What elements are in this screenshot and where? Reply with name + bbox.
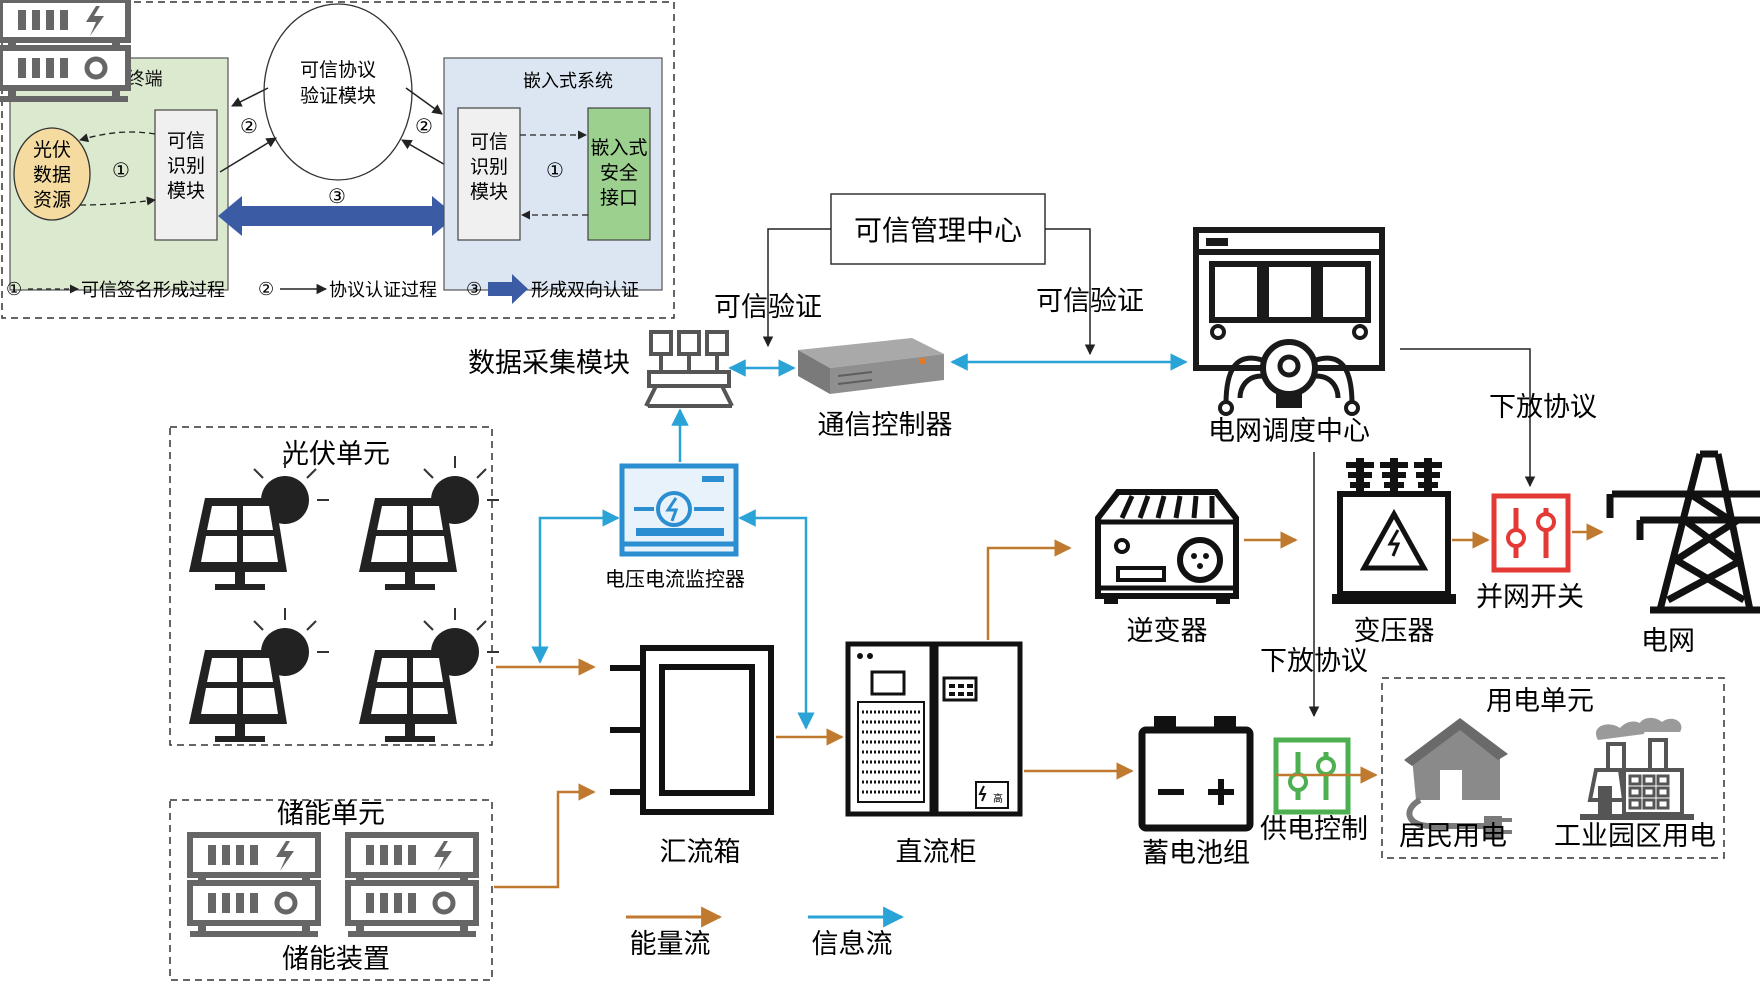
pv-source-line3: 资源 (33, 189, 71, 211)
ttu-step1: ① (112, 158, 130, 182)
industrial-icon (1580, 717, 1694, 820)
storage-device-label: 储能装置 (282, 944, 390, 975)
issue-protocol-top-label: 下放协议 (1489, 392, 1597, 423)
legend-step1-num: ① (6, 279, 22, 300)
residential-label: 居民用电 (1399, 821, 1507, 852)
pv-source-line1: 光伏 (33, 139, 71, 161)
industrial-label: 工业园区用电 (1554, 821, 1716, 852)
legend-step3-text: 形成双向认证 (531, 280, 639, 301)
pv-data-source (13, 127, 91, 221)
trust-verify-left-line (762, 228, 831, 348)
embedded-trusted-id-module (457, 107, 521, 241)
dispatch-center-icon (1193, 227, 1385, 416)
protocol-verify-line1: 可信协议 (300, 59, 376, 81)
issue-protocol-top-line (1400, 348, 1536, 488)
ttu-trusted-id-module (154, 109, 218, 241)
storage-device-2 (348, 835, 476, 937)
ttu-id-line3: 模块 (167, 180, 205, 202)
right-step2: ② (415, 114, 433, 138)
high-voltage-mark: 高 (993, 792, 1003, 805)
embedded-security-interface (587, 107, 651, 241)
pv-panel-4 (358, 607, 500, 743)
pv-unit-label: 光伏单元 (282, 439, 390, 470)
storage-device-1 (190, 835, 318, 937)
left-step2: ② (240, 114, 258, 138)
info-monitor-dc (738, 509, 815, 730)
mutual-step3: ③ (328, 184, 346, 208)
interface-line1: 嵌入式 (590, 137, 647, 159)
energy-dc-inverter (986, 539, 1072, 640)
vi-monitor-icon (619, 463, 739, 557)
grid-switch-label: 并网开关 (1476, 582, 1584, 613)
supply-control-label: 供电控制 (1260, 814, 1368, 845)
trust-center-label: 可信管理中心 (854, 214, 1022, 247)
inset-border (1, 1, 675, 319)
grid-tower-icon (1606, 450, 1760, 614)
comm-controller-icon (798, 338, 944, 394)
energy-storage-combiner (494, 783, 596, 889)
comm-controller-label: 通信控制器 (818, 410, 953, 441)
combiner-box-icon (610, 645, 774, 815)
dc-cabinet-icon: 高 (845, 641, 1023, 817)
inverter-icon (1095, 489, 1239, 604)
emb-id-line1: 可信 (470, 131, 508, 153)
data-acq-icon (644, 330, 734, 408)
emb-id-line3: 模块 (470, 181, 508, 203)
legend-energy-label: 能量流 (630, 929, 711, 960)
ttu-id-line2: 识别 (167, 155, 205, 177)
pv-source-line2: 数据 (33, 164, 71, 186)
dispatch-center-label: 电网调度中心 (1208, 416, 1370, 447)
dc-cabinet-label: 直流柜 (896, 837, 977, 868)
storage-unit-label: 储能单元 (277, 799, 385, 830)
legend-step1-text: 可信签名形成过程 (81, 280, 225, 301)
grid-switch-icon (1491, 493, 1571, 573)
load-unit-label: 用电单元 (1486, 686, 1594, 717)
trust-verify-right-label: 可信验证 (1036, 286, 1144, 317)
battery-icon (1138, 716, 1254, 832)
embedded-step1: ① (546, 158, 564, 182)
legend-info-label: 信息流 (812, 929, 893, 960)
info-monitor-pv (531, 509, 620, 664)
emb-id-line2: 识别 (470, 156, 508, 178)
trust-verify-left-label: 可信验证 (714, 292, 822, 323)
embedded-system-label: 嵌入式系统 (523, 71, 613, 92)
ttu-id-line1: 可信 (167, 130, 205, 152)
protocol-arrow-from-ttu (219, 137, 277, 173)
legend-step3-num: ③ (466, 279, 482, 300)
pv-panel-1 (188, 455, 330, 591)
trust-verify-right-line (1045, 228, 1096, 356)
combiner-box-label: 汇流箱 (660, 837, 741, 868)
battery-label: 蓄电池组 (1142, 838, 1250, 869)
load-unit-border (1381, 677, 1725, 859)
issue-protocol-mid-label: 下放协议 (1260, 646, 1368, 677)
inverter-label: 逆变器 (1127, 616, 1208, 647)
legend-bold-arrow (488, 274, 528, 304)
data-acq-label: 数据采集模块 (468, 348, 630, 379)
interface-line3: 接口 (600, 187, 638, 209)
mutual-auth-arrow (218, 196, 456, 236)
interface-line2: 安全 (600, 162, 638, 184)
pv-panel-2 (358, 455, 500, 591)
grid-label: 电网 (1641, 626, 1695, 657)
protocol-verify-line2: 验证模块 (300, 85, 376, 107)
security-inset: TTU 终端 光伏 数据 资源 可信 识别 模块 ① 可信协议 验证模块 ② ②… (1, 1, 675, 319)
storage-device-icon (0, 0, 131, 102)
storage-unit-border (169, 799, 493, 981)
pv-panel-3 (188, 607, 330, 743)
transformer-icon (1332, 458, 1456, 604)
vi-monitor-label: 电压电流监控器 (605, 567, 745, 591)
trust-center-box (830, 193, 1046, 265)
transformer-label: 变压器 (1354, 616, 1435, 647)
legend-step2-num: ② (258, 279, 274, 300)
protocol-arrow-to-embedded (405, 87, 443, 115)
legend-step2-text: 协议认证过程 (329, 280, 437, 301)
residential-icon (1404, 718, 1512, 838)
protocol-arrow-to-ttu (231, 87, 269, 107)
pv-unit-border (169, 426, 493, 746)
